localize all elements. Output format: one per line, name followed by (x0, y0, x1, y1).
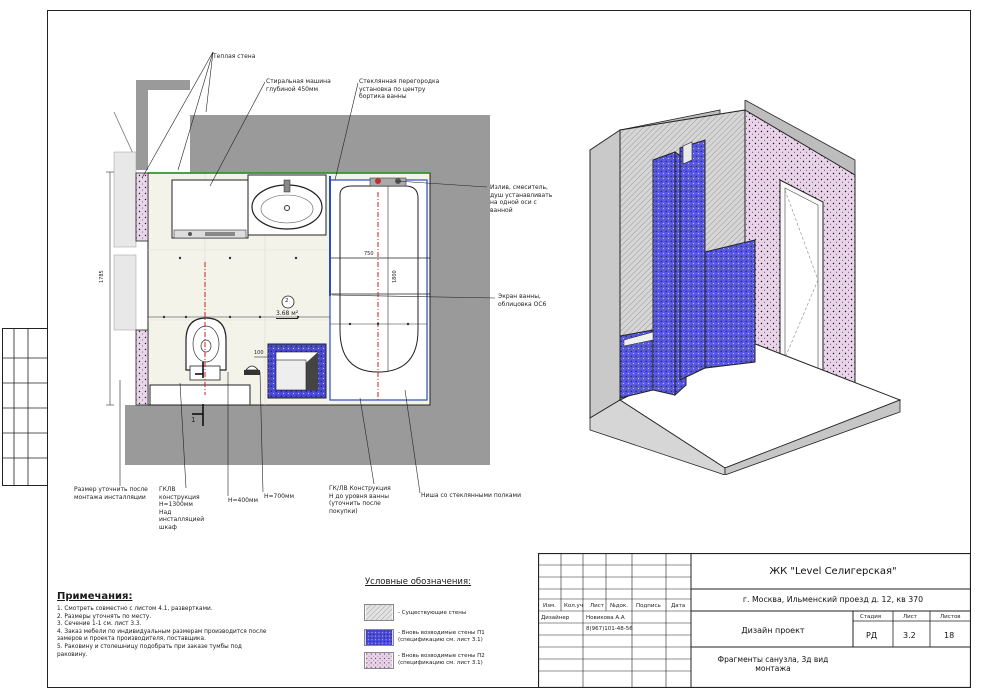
tb-project-name: ЖК "Level Селигерская" (769, 566, 897, 577)
notes-list: 1. Смотреть совместно с листом 4.1, разв… (57, 606, 297, 659)
existing-walls (113, 80, 490, 465)
dim-750: 750 (364, 251, 374, 257)
note-item: 3. Сечение 1-1 см. лист 3.3. (57, 621, 142, 628)
bathtub (329, 177, 430, 401)
legend-swatch-existing (364, 604, 394, 621)
dim-1800: 1800 (392, 270, 398, 283)
tb-col-sign: Подпись (636, 603, 661, 609)
tb-doc-type: Дизайн проект (741, 626, 805, 635)
tb-col-izm: Изм. (543, 603, 556, 609)
note-item: 5. Раковину и столешницу подобрать при з… (57, 643, 242, 658)
dim-1785: 1785 (99, 270, 105, 283)
room-number: 2 (285, 298, 289, 304)
tb-col-date: Дата (671, 603, 686, 609)
tb-address: г. Москва, Ильменский проезд д. 12, кв 3… (742, 595, 924, 604)
callout-spout-mixer: Излив, смеситель, душ устанавливать на о… (490, 184, 553, 214)
legend-title: Условные обозначения: (365, 577, 471, 587)
note-item: 2. Размеры уточнять по месту. (57, 613, 152, 620)
title-block-grid (538, 553, 971, 688)
tb-sheets-label: Листов (940, 614, 961, 620)
callout-gklv-1300: ГКЛВ конструкция Н=1300мм Над инсталляци… (159, 486, 205, 531)
tb-sheets: 18 (944, 631, 955, 640)
callout-warm-wall: Теплая стена (213, 53, 256, 60)
callout-bath-screen: Экран ванны, облицовка ОС6 (498, 293, 547, 308)
dim-100: 100 (254, 350, 264, 356)
callout-size-clarify: Размер уточнить после монтажа инсталляци… (74, 486, 148, 501)
tb-stage-label: Стадия (860, 614, 882, 620)
section-marker (192, 362, 204, 426)
tb-designer-label: Дизайнер (541, 615, 570, 621)
callout-h700: Н=700мм (264, 493, 295, 500)
toilet (149, 317, 251, 406)
note-item: 4. Заказ мебели по индивидуальным размер… (57, 628, 267, 643)
p2-wall-left-top (135, 172, 149, 242)
callout-niche: Ниша со стеклянными полками (421, 492, 521, 499)
callout-h400: Н=400мм (228, 497, 259, 504)
binding-stamp (2, 328, 48, 486)
tb-col-list: Лист (590, 603, 604, 609)
callout-glass-partition: Стеклянная перегородка установка по цент… (359, 78, 440, 100)
tb-designer-name: Новикова А.А (586, 615, 625, 621)
tb-sheet-title: Фрагменты санузла, 3д вид монтажа (717, 655, 829, 673)
hygienic-shower (244, 365, 260, 375)
legend-swatch-p1 (364, 629, 394, 646)
tb-stage: РД (866, 631, 878, 640)
isometric-3d-view (589, 100, 902, 475)
tb-col-kolvo: Кол.уч (564, 603, 584, 609)
niche-shelves (267, 343, 327, 399)
legend-label-p1: - Вновь возводимые стены П1 (спецификаци… (398, 630, 485, 643)
tb-phone: 8(967)101-48-56 (586, 626, 633, 632)
p2-wall-left-bottom (135, 329, 149, 406)
room-area: 3.68 м² (276, 310, 299, 319)
callout-washing-machine: Стиральная машина глубиной 450мм (266, 78, 331, 93)
section-number: 1 (191, 416, 196, 424)
legend-label-existing: - Существующие стены (398, 610, 467, 616)
legend-swatch-p2 (364, 652, 394, 669)
tb-col-doc: №док. (610, 603, 628, 609)
legend-label-p2: - Вновь возводимые стены П2 (спецификаци… (398, 653, 485, 666)
sink (247, 174, 327, 236)
tb-sheet-label: Лист (903, 614, 917, 620)
washing-machine (171, 179, 249, 239)
callout-gklv-bath: ГК/ЛВ Конструкция Н до уровня ванны (уто… (329, 485, 391, 515)
note-item: 1. Смотреть совместно с листом 4.1, разв… (57, 606, 213, 612)
floor-plan (106, 51, 496, 496)
room-tag-circle (281, 295, 295, 309)
tb-sheet: 3.2 (903, 631, 916, 640)
notes-title: Примечания: (57, 591, 133, 602)
